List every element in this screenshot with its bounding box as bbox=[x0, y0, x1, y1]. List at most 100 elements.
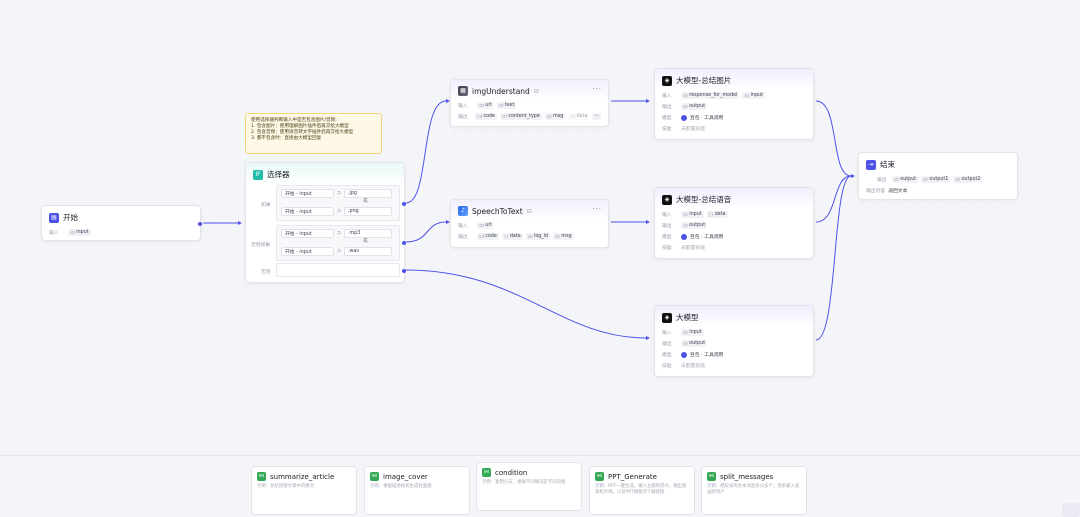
condition-value[interactable]: .jpg bbox=[344, 188, 392, 198]
condition-variable[interactable]: 开始 - input bbox=[281, 246, 334, 256]
plugin-name: PPT_Generate bbox=[608, 472, 657, 481]
workflow-icon: ⋈ bbox=[370, 472, 379, 481]
if-label: 如果 bbox=[261, 203, 271, 208]
contains-operator[interactable]: ⊃ bbox=[336, 208, 342, 214]
condition-value[interactable]: .wav bbox=[344, 246, 392, 256]
llm-icon: ◈ bbox=[662, 75, 672, 86]
end-content-label: 输出内容 bbox=[866, 189, 886, 194]
in-label: 输入 bbox=[662, 331, 672, 336]
end-title: 结束 bbox=[880, 160, 895, 169]
workflow-icon: ⋈ bbox=[482, 468, 491, 477]
model-name: 豆包 · 工具调用 bbox=[690, 116, 724, 121]
end-out-label: 输出 bbox=[877, 178, 887, 183]
param-tag: {}data bbox=[501, 233, 523, 240]
condition-row: 开始 - input ⊃ .wav bbox=[277, 246, 399, 256]
condition-variable[interactable]: 开始 - input bbox=[281, 188, 334, 198]
else-box bbox=[276, 263, 400, 277]
out-label: 输出 bbox=[662, 105, 672, 110]
plugin-name: condition bbox=[495, 468, 528, 477]
edge-llmaudio-end bbox=[815, 175, 852, 223]
speech-title: SpeechToText bbox=[472, 206, 523, 216]
plugin-desc: 示例：复用分支，根据不同情况走不同流程 bbox=[482, 480, 566, 485]
img-in-label: 输入 bbox=[458, 104, 468, 109]
arrow-img bbox=[446, 99, 450, 103]
out-label: 输出 bbox=[662, 342, 672, 347]
plugin-name: split_messages bbox=[720, 472, 774, 481]
llm-icon: ◈ bbox=[662, 312, 672, 323]
start-output-port[interactable] bbox=[198, 222, 202, 226]
skill-label: 技能 bbox=[662, 127, 672, 132]
more-icon[interactable]: ··· bbox=[592, 85, 602, 93]
note-line: 3. 都不包含时：直接由大模型回复 bbox=[251, 136, 322, 141]
start-title: 开始 bbox=[63, 213, 78, 222]
plugin-card[interactable]: ⋈ condition 示例：复用分支，根据不同情况走不同流程 bbox=[476, 462, 582, 511]
contains-operator[interactable]: ⊃ bbox=[336, 248, 342, 254]
more-icon[interactable]: ··· bbox=[592, 205, 602, 213]
workflow-icon: ⋈ bbox=[595, 472, 604, 481]
llm-title: 大模型 bbox=[676, 313, 699, 322]
plugin-card[interactable]: ⋈image_cover 示例：根据描述样式生成封面图 bbox=[364, 466, 470, 515]
in-label: 输入 bbox=[662, 94, 672, 99]
edge-selector-img bbox=[405, 100, 447, 204]
plugin-card[interactable]: ⋈split_messages 示例：把较长的文本消息拆分多个，逐条输入发送给用… bbox=[701, 466, 807, 515]
start-input-label: 输入 bbox=[49, 231, 59, 236]
plugin-name: summarize_article bbox=[270, 472, 335, 481]
comment-note[interactable]: 使用选择器判断输入中是否包含图片/音频: 1. 包含图片：使用理解图片插件后再交… bbox=[245, 113, 382, 154]
end-content-value: 返回文本 bbox=[888, 189, 908, 194]
llm-img-title: 大模型-总结图片 bbox=[676, 76, 732, 85]
plugin-card[interactable]: ⋈PPT_Generate 示例：PPT一键生成，输入主题和受众，输出图表和大纲… bbox=[589, 466, 695, 515]
condition-variable[interactable]: 开始 - input bbox=[281, 206, 334, 216]
condition-variable[interactable]: 开始 - input bbox=[281, 228, 334, 238]
if-condition-group: 开始 - input ⊃ .jpg 或 开始 - input ⊃ .png bbox=[276, 185, 400, 221]
speech-out-label: 输出 bbox=[458, 235, 468, 240]
condition-row: 开始 - input ⊃ .png bbox=[277, 206, 399, 216]
edge-selector-speech bbox=[405, 221, 447, 243]
model-icon bbox=[681, 114, 687, 121]
skill-label: 技能 bbox=[662, 364, 672, 369]
llm-icon: ◈ bbox=[662, 194, 672, 205]
selector-node[interactable]: IF 选择器 如果 开始 - input ⊃ .jpg 或 开始 - input… bbox=[245, 162, 406, 283]
arrow-llmimg bbox=[646, 99, 650, 103]
more-params-tag[interactable]: ··· bbox=[592, 113, 601, 120]
contains-operator[interactable]: ⊃ bbox=[336, 190, 342, 196]
else-output-port[interactable] bbox=[402, 269, 406, 273]
condition-value[interactable]: .mp3 bbox=[344, 228, 392, 238]
start-icon: ▤ bbox=[49, 212, 59, 223]
workflow-icon: ⋈ bbox=[257, 472, 266, 481]
note-line: 1. 包含图片：使用理解图片插件后再交给大模型 bbox=[251, 124, 349, 129]
condition-value[interactable]: .png bbox=[344, 206, 392, 216]
elif-output-port[interactable] bbox=[402, 241, 406, 245]
in-label: 输入 bbox=[662, 213, 672, 218]
plugin-desc: 示例：总结链接文章中的要点 bbox=[257, 484, 315, 489]
arrow-speech bbox=[446, 220, 450, 224]
image-plugin-icon: ▦ bbox=[458, 86, 468, 96]
plugin-card[interactable]: ⋈ summarize_article 示例：总结链接文章中的要点 bbox=[251, 466, 357, 515]
if-output-port[interactable] bbox=[402, 202, 406, 206]
info-icon: ⊟ bbox=[533, 87, 539, 95]
corner-widget[interactable] bbox=[1062, 503, 1080, 517]
or-label: 或 bbox=[363, 199, 368, 204]
if-icon: IF bbox=[253, 169, 263, 180]
contains-operator[interactable]: ⊃ bbox=[336, 230, 342, 236]
llm-audio-title: 大模型-总结语音 bbox=[676, 195, 732, 204]
skill-value: 未配置技能 bbox=[681, 246, 705, 251]
img-out-label: 输出 bbox=[458, 115, 468, 120]
